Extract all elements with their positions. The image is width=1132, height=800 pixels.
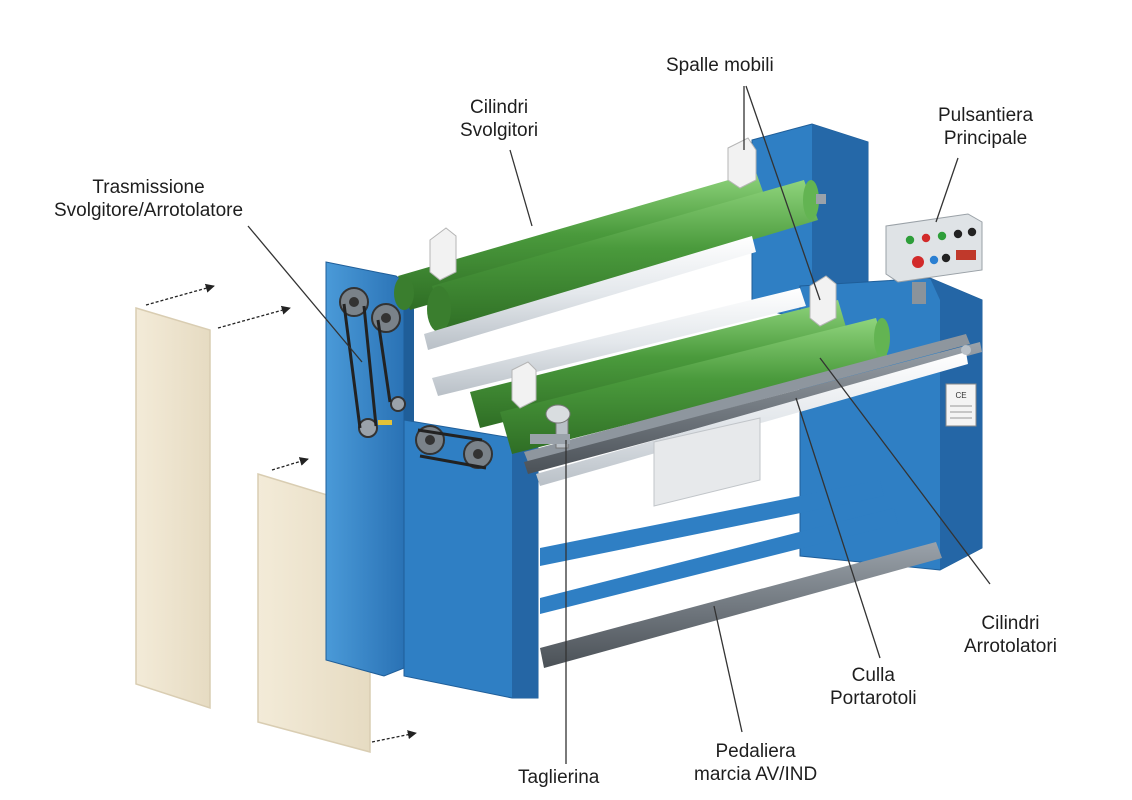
lower-structure <box>540 417 942 668</box>
label-cilindri-arrotolatori: Cilindri Arrotolatori <box>964 612 1057 658</box>
label-spalle-mobili: Spalle mobili <box>666 54 774 77</box>
label-taglierina: Taglierina <box>518 766 599 789</box>
label-line: Taglierina <box>518 767 600 788</box>
label-line: Cilindri <box>470 97 529 118</box>
panel-arrows <box>145 283 417 743</box>
left-side-panel-upper <box>135 306 211 710</box>
label-line: Portarotoli <box>830 688 917 709</box>
label-pedaliera: Pedaliera marcia AV/IND <box>694 740 817 786</box>
label-line: Cilindri <box>981 613 1040 634</box>
label-line: Arrotolatori <box>964 636 1057 657</box>
label-line: Culla <box>851 665 895 686</box>
pedal-bar <box>540 542 942 668</box>
label-line: Svolgitori <box>460 120 539 141</box>
label-line: Pedaliera <box>715 741 796 762</box>
label-line: Svolgitore/Arrotolatore <box>54 200 244 221</box>
transmission <box>339 287 493 470</box>
ce-plate <box>945 383 977 427</box>
label-line: marcia AV/IND <box>694 764 818 785</box>
label-cilindri-svolgitori: Cilindri Svolgitori <box>460 96 538 142</box>
control-panel <box>885 213 983 304</box>
label-line: Pulsantiera <box>938 105 1034 126</box>
label-line: Principale <box>943 128 1028 149</box>
label-line: Spalle mobili <box>666 55 774 76</box>
label-line: Trasmissione <box>92 177 205 198</box>
white-roller-upper <box>424 236 756 350</box>
label-pulsantiera-principale: Pulsantiera Principale <box>938 104 1033 150</box>
label-trasmissione: Trasmissione Svolgitore/Arrotolatore <box>54 176 243 222</box>
label-culla-portarotoli: Culla Portarotoli <box>830 664 917 710</box>
cutter <box>530 404 571 449</box>
upper-roller-front <box>427 180 826 332</box>
movable-shoulders <box>429 137 837 409</box>
leader-lines <box>247 85 991 764</box>
ce-plate-text: CE <box>955 391 966 400</box>
lower-roller-front <box>500 318 890 454</box>
cradle-bars <box>524 334 982 486</box>
